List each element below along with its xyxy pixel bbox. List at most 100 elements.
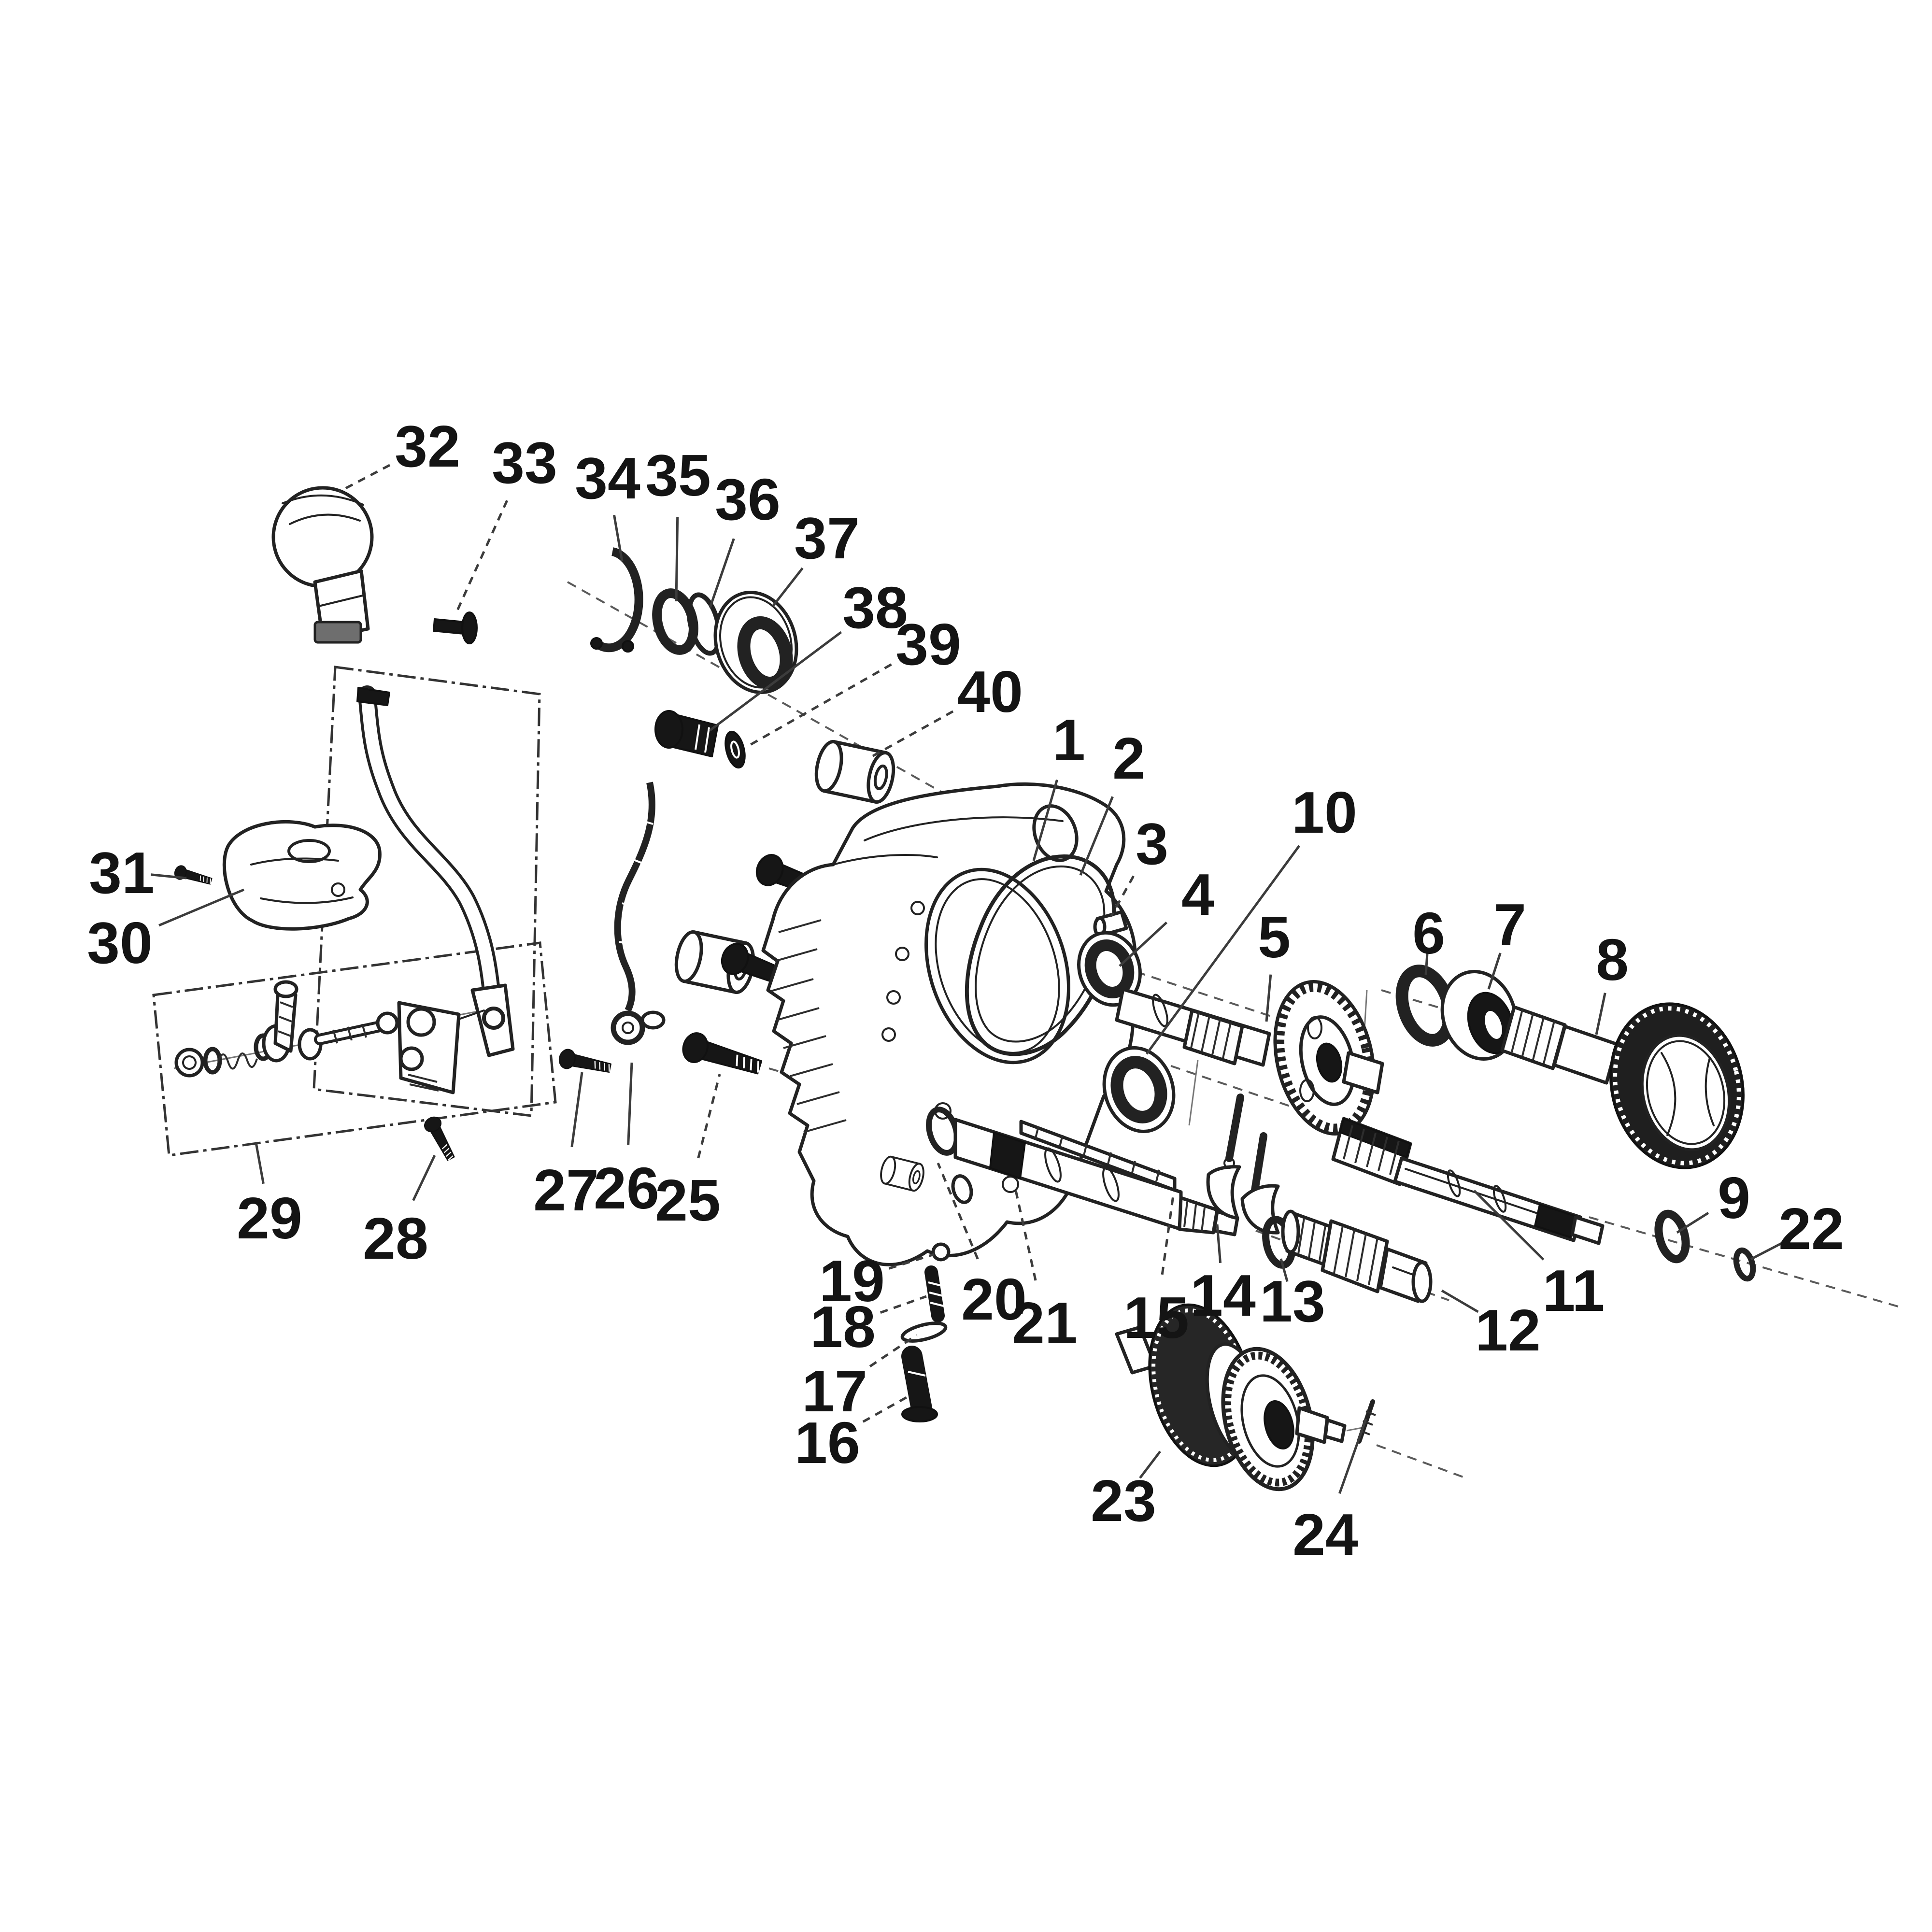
callout-label-38: 38 [842,575,908,640]
callout-leader-35 [675,516,679,602]
callout-leader-7 [1487,952,1502,990]
part-12-spindle-assembly [1281,1209,1433,1303]
part-17-washer [900,1321,948,1343]
callout-label-16: 16 [795,1410,860,1476]
part-8-shaft-gear [1500,1002,1745,1169]
shift-rod-box [313,666,541,1117]
part-4-bearing [1077,931,1142,1007]
callout-leader-23 [1139,1450,1161,1479]
callout-label-23: 23 [1091,1468,1156,1534]
callout-label-8: 8 [1596,927,1629,993]
reference-boxes [152,666,557,1157]
shift-lever-rod [356,685,515,1057]
callout-label-15: 15 [1123,1285,1189,1350]
part-30-cover [222,820,382,931]
part-1-housing [761,782,1137,1266]
callout-leader-30 [158,888,244,927]
callout-leader-20 [937,1163,979,1260]
part-22-oring [1733,1247,1756,1282]
callout-label-28: 28 [363,1206,428,1271]
callout-label-18: 18 [810,1294,876,1360]
callout-leader-33 [455,500,509,613]
callout-label-40: 40 [957,659,1023,724]
callout-label-3: 3 [1136,811,1168,877]
linkage-box [152,941,557,1157]
part-33-screw [433,611,478,644]
part-15-fork-shaft [1019,1120,1177,1192]
callout-label-36: 36 [715,467,781,532]
callout-leader-40 [869,710,954,759]
callout-label-33: 33 [492,430,557,496]
callout-leader-29 [255,1142,265,1184]
callout-leader-37 [772,567,804,607]
callout-leader-10 [1145,845,1301,1055]
callout-leader-11 [1473,1190,1545,1261]
callout-label-4: 4 [1181,862,1214,927]
callout-label-37: 37 [794,505,860,571]
part-39-washer [724,730,746,769]
callout-label-25: 25 [655,1167,721,1233]
part-37-bearing [713,591,798,694]
callout-label-11: 11 [1543,1258,1605,1323]
part-2-gasket [965,854,1116,1056]
part-19-ball [931,1242,951,1262]
callout-label-24: 24 [1293,1502,1358,1567]
callout-leader-31 [151,873,187,880]
part-7-bearing [1440,970,1518,1061]
callout-label-14: 14 [1190,1263,1256,1328]
callout-label-7: 7 [1493,892,1526,957]
part-26-cable [611,781,666,1045]
callout-label-21: 21 [1012,1290,1078,1356]
callout-leader-1 [1032,779,1058,861]
callout-leader-14 [1216,1224,1222,1264]
callout-label-13: 13 [1260,1268,1325,1334]
part-10-bearing [1102,1046,1176,1133]
callout-label-34: 34 [575,445,640,511]
callout-leader-38 [709,631,842,732]
part-38-bolt [654,710,719,757]
part-23-gear-cluster [1115,1303,1363,1492]
callout-label-9: 9 [1718,1165,1750,1231]
callout-leader-25 [697,1074,721,1159]
callout-leader-12 [1441,1289,1479,1313]
callout-leader-6 [1424,951,1429,975]
callout-label-19: 19 [819,1248,885,1314]
callout-leader-24 [1338,1419,1367,1494]
callout-label-29: 29 [237,1185,302,1251]
callout-leader-32 [338,464,391,493]
callout-leader-5 [1265,974,1272,1022]
small-parts-under-housing [877,1154,973,1204]
callout-leader-26 [627,1062,633,1145]
callout-leader-36 [709,538,735,608]
callout-label-5: 5 [1258,904,1291,970]
callout-label-2: 2 [1112,725,1145,791]
callout-label-26: 26 [594,1155,659,1221]
callout-label-6: 6 [1412,900,1445,966]
callout-label-30: 30 [87,910,153,976]
part-35-washer [652,588,698,655]
callout-leader-17 [869,1334,918,1368]
part-34-circlip [590,547,643,653]
callout-label-32: 32 [395,413,460,479]
callout-leader-2 [1079,796,1114,876]
callout-leader-13 [1279,1258,1289,1282]
callout-label-27: 27 [533,1157,599,1223]
callout-leader-8 [1595,993,1606,1035]
part-29-linkage [174,980,485,1094]
part-18-spring [924,1265,945,1322]
callout-label-17: 17 [802,1358,867,1424]
callout-label-20: 20 [961,1266,1027,1332]
callout-label-22: 22 [1778,1196,1844,1262]
callout-label-12: 12 [1475,1297,1541,1363]
callout-leader-22 [1750,1241,1785,1261]
part-32-shift-knob [271,486,374,644]
part-11-shaft [1331,1117,1605,1245]
part-9-oring [1654,1209,1690,1264]
part-16-plug-bolt [901,1346,938,1422]
callout-leader-21 [1014,1188,1037,1281]
callout-label-31: 31 [89,840,155,906]
callout-leader-9 [1676,1212,1709,1234]
callout-leader-34 [613,514,624,562]
